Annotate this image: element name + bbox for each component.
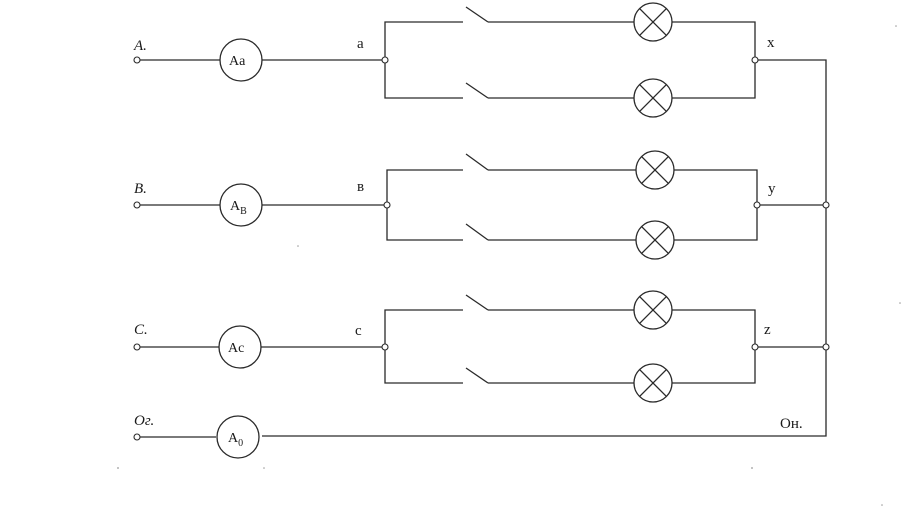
phase-b-end-node [753, 201, 761, 209]
phase-a-upper-branch-right [672, 21, 756, 57]
ammeter-a-symbol: Aa [229, 54, 246, 69]
ammeter-a-circle [219, 38, 263, 82]
phase-b-upper-branch-right [674, 169, 758, 202]
phase-b-lower-branch-left [386, 208, 463, 241]
ammeter-neutral: A0 [216, 415, 260, 459]
phase-c-source-terminal [133, 343, 141, 351]
phase-a-source-label: A. [133, 38, 147, 54]
star-center-node [822, 201, 830, 209]
star-bus-to-neutral [262, 350, 827, 437]
neutral-circuit: Oг. A0 Oн. [133, 413, 803, 459]
ammeter-b-symbol: AB [230, 199, 247, 217]
phase-c-lower-lamp [633, 363, 673, 403]
ammeter-c-circle [218, 325, 262, 369]
phase-c-upper-switch [465, 294, 489, 311]
neutral-source-label: Oг. [134, 413, 154, 429]
phase-c-lower-branch-right [672, 350, 756, 384]
phase-b-upper-lamp [635, 150, 675, 190]
phase-c-end-node [751, 343, 759, 351]
phase-a-node-label: a [357, 36, 364, 52]
phase-c-circuit: C. Ac c z [133, 290, 830, 403]
phase-a-upper-switch [465, 6, 489, 23]
phase-b-lower-branch-right [674, 208, 758, 241]
phase-c-lower-branch-left [384, 350, 463, 384]
phase-b-source-label: B. [134, 181, 147, 197]
phase-a-upper-branch-left [384, 21, 463, 57]
phase-a-end-label: x [767, 35, 775, 51]
phase-a-lower-lamp [633, 78, 673, 118]
phase-a-upper-lamp [633, 2, 673, 42]
ammeter-c: Ac [218, 325, 262, 369]
neutral-end-label: Oн. [780, 416, 803, 432]
phase-c-upper-lamp [633, 290, 673, 330]
neutral-source-terminal [133, 433, 141, 441]
phase-a-lower-branch-right [672, 63, 756, 99]
phase-a-end-node [751, 56, 759, 64]
phase-b-circuit: B. AB в y [133, 150, 830, 260]
phase-a-star-wire [758, 59, 827, 202]
scan-specks [117, 25, 901, 506]
phase-a-lower-branch-left [384, 63, 463, 99]
phase-b-upper-switch [465, 153, 489, 171]
phase-c-upper-branch-right [672, 309, 756, 344]
ammeter-a: Aa [219, 38, 263, 82]
phase-b-source-terminal [133, 201, 141, 209]
phase-c-source-label: C. [134, 322, 148, 338]
ammeter-neutral-circle [216, 415, 260, 459]
phase-b-node-label: в [357, 179, 364, 195]
phase-c-upper-branch-left [384, 309, 463, 344]
phase-b-end-label: y [768, 181, 776, 197]
phase-a-circuit: A. Aa a x [133, 2, 827, 202]
star-lower-node [822, 343, 830, 351]
ammeter-c-symbol: Ac [228, 341, 244, 356]
ammeter-neutral-symbol: A0 [228, 431, 243, 449]
phase-b-lower-switch [465, 223, 489, 241]
phase-b-node [383, 201, 391, 209]
phase-b-upper-branch-left [386, 169, 463, 202]
ammeter-b: AB [219, 183, 263, 227]
phase-a-lower-switch [465, 82, 489, 99]
phase-b-lower-lamp [635, 220, 675, 260]
phase-a-node [381, 56, 389, 64]
ammeter-b-circle [219, 183, 263, 227]
phase-c-node [381, 343, 389, 351]
phase-c-end-label: z [764, 322, 771, 338]
phase-c-node-label: c [355, 323, 362, 339]
phase-a-source-terminal [133, 56, 141, 64]
phase-c-lower-switch [465, 367, 489, 384]
